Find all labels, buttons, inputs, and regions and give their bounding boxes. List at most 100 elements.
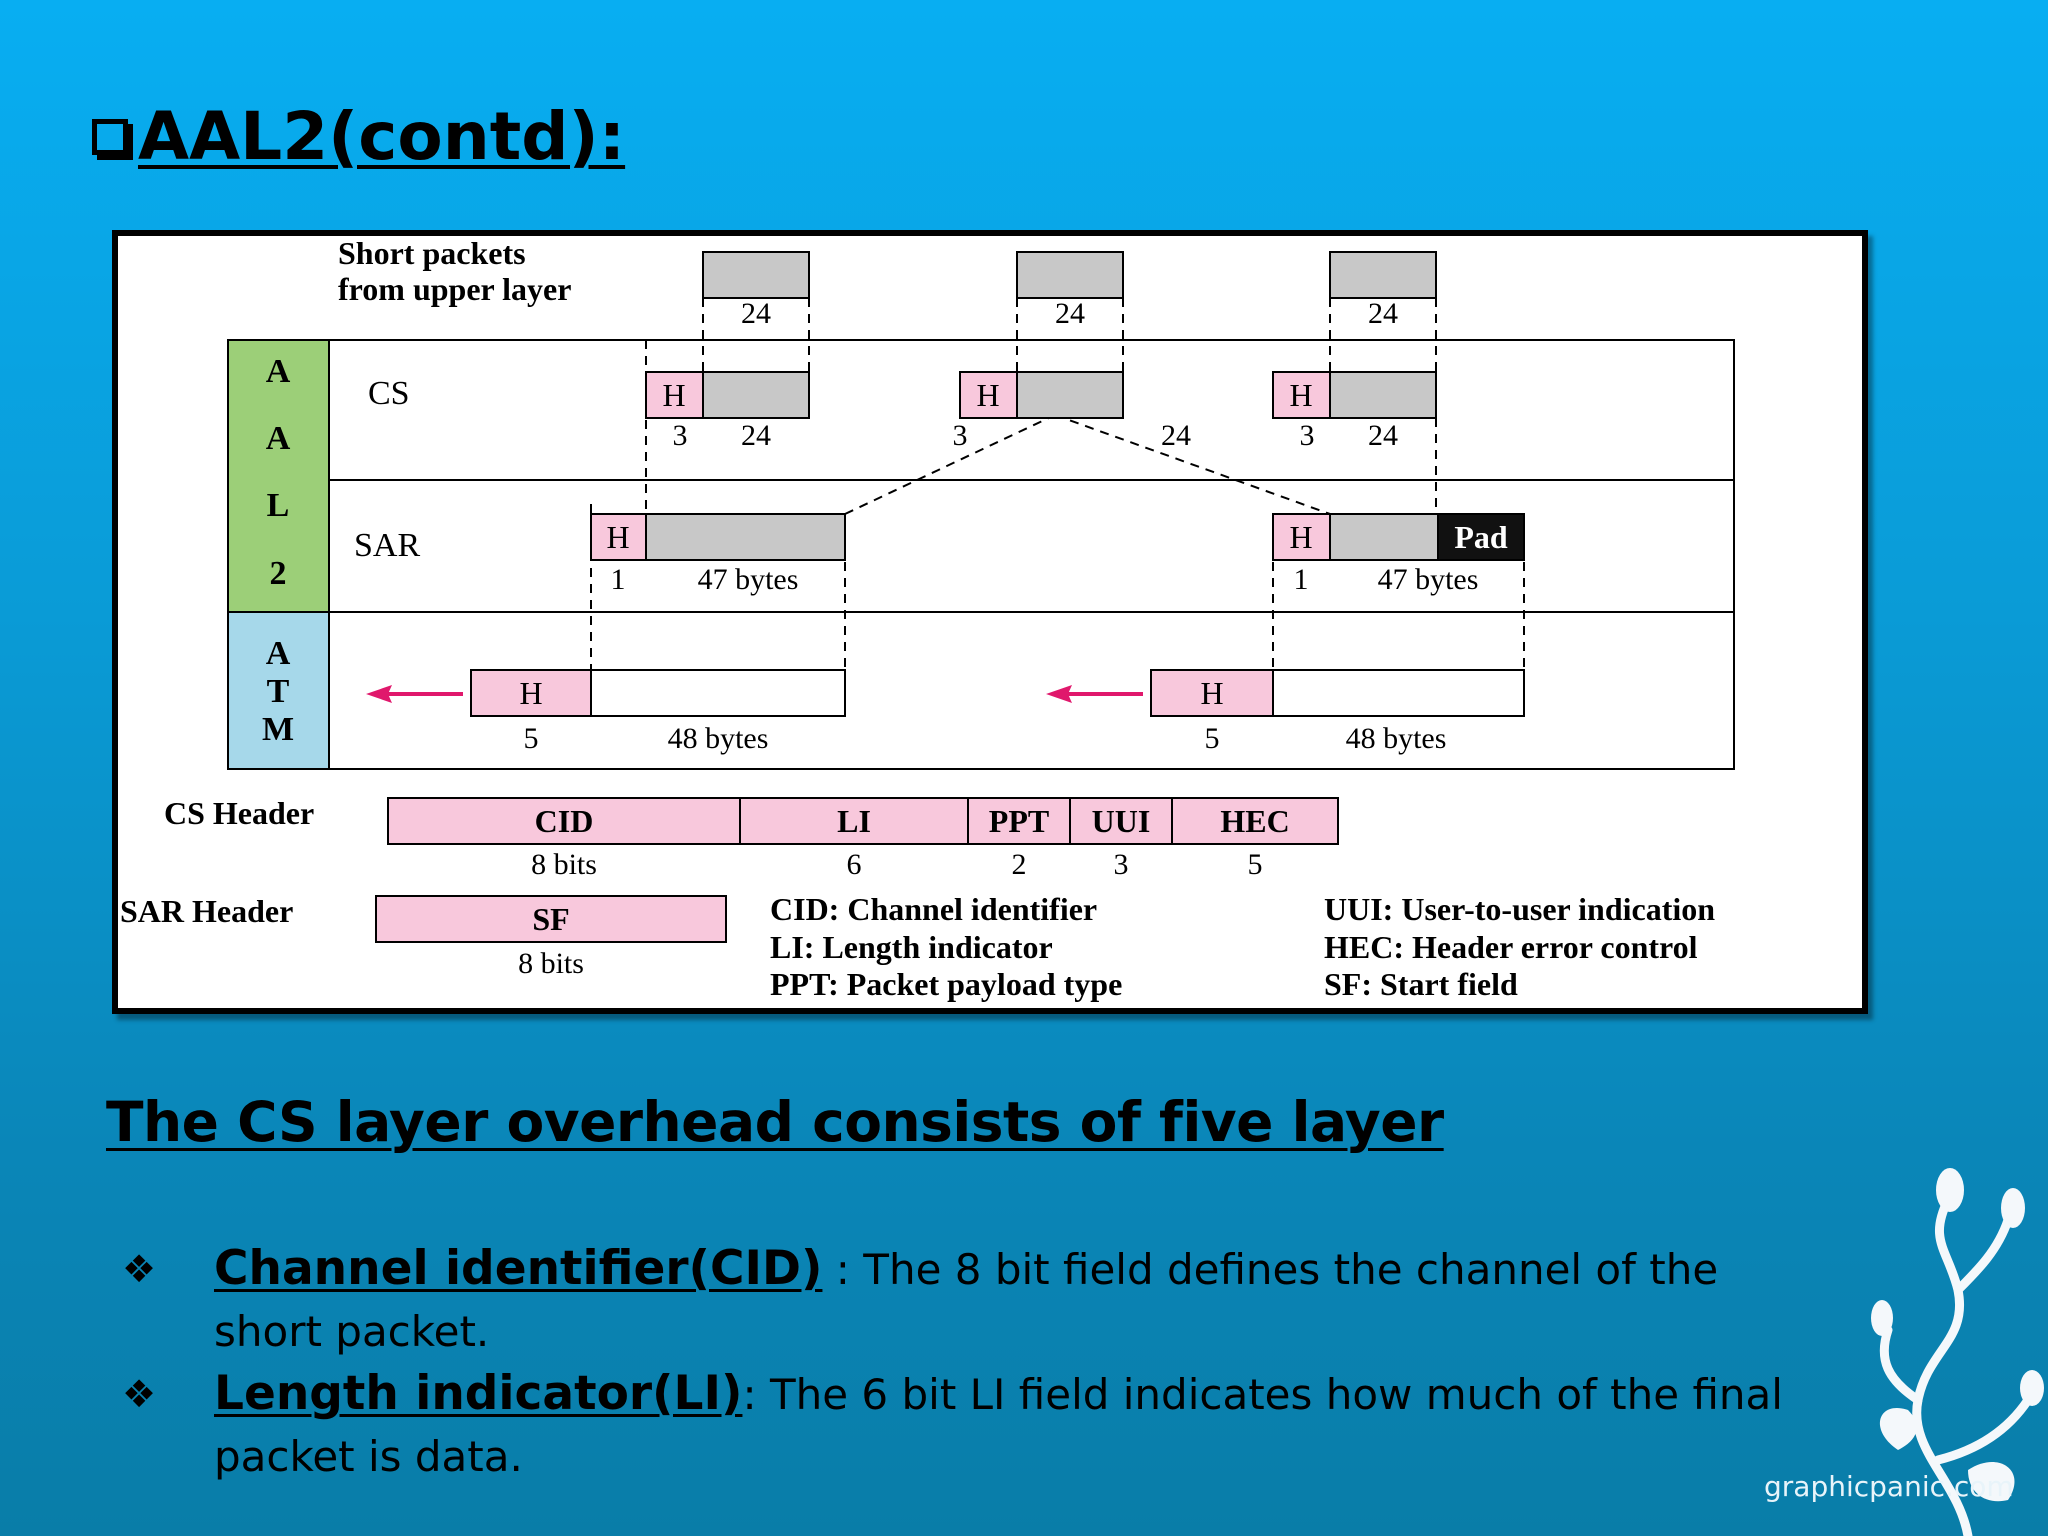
aal2-diagram-svg: Short packets from upper layer 24 24 24 …: [120, 236, 1735, 1002]
sar-packet-2-payload: [1329, 513, 1439, 561]
bullet-text-li: : The 6 bit LI field indicates how much …: [214, 1370, 1783, 1481]
arrow-left-icon-2: [1046, 685, 1143, 703]
aal2-sidebar: [227, 339, 330, 613]
diamond-bullet-icon: ❖: [122, 1247, 157, 1291]
dashed-guides: [590, 298, 1525, 670]
legend-uui: UUI: User-to-user indication: [1324, 891, 1715, 927]
upper-layer-label-1: Short packets: [338, 236, 526, 271]
cs-field-hec-name: HEC: [1220, 803, 1289, 839]
cs-packet-2-h: H: [976, 377, 999, 413]
floral-decoration-icon: [1871, 1168, 2044, 1536]
bullet-item-li: ❖ Length indicator(LI): The 6 bit LI fiel…: [122, 1363, 1822, 1488]
arrow-left-icon-1: [366, 685, 463, 703]
atm-cell-1-hsize: 5: [524, 722, 539, 755]
aal2-letter-2: A: [266, 420, 291, 457]
cs-packet-1-hsize: 3: [673, 419, 688, 452]
bullet-term-li: Length indicator(LI): [214, 1366, 743, 1421]
cs-field-uui: [1069, 797, 1173, 845]
aal2-letter-1: A: [266, 353, 291, 390]
abbreviation-legend: CID: Channel identifier LI: Length indic…: [770, 891, 1715, 1002]
cs-packet-3-payload: [1329, 371, 1437, 419]
diamond-bullet-icon: ❖: [122, 1372, 157, 1416]
atm-cell-2-header: [1150, 669, 1274, 717]
upper-packet-1-size: 24: [741, 297, 771, 330]
atm-letter-1: A: [266, 635, 291, 672]
cs-field-ppt-name: PPT: [989, 803, 1049, 839]
atm-cell-2-hsize: 5: [1205, 722, 1220, 755]
cs-field-li: [739, 797, 969, 845]
legend-li: LI: Length indicator: [770, 929, 1053, 965]
sar-packet-2-pad-label: Pad: [1454, 519, 1508, 555]
upper-packet-1: [702, 251, 810, 299]
upper-packet-3: [1329, 251, 1437, 299]
cs-packet-1-payload: [702, 371, 810, 419]
section-subheading: The CS layer overhead consists of five l…: [106, 1090, 1444, 1154]
legend-ppt: PPT: Packet payload type: [770, 966, 1122, 1002]
sar-packet-2-pad: [1437, 513, 1525, 561]
sar-packets: H 1 47 bytes H Pad 1 47 bytes: [590, 513, 1525, 596]
cs-header-label: CS Header: [164, 795, 314, 831]
sar-packet-1-payload: [645, 513, 846, 561]
atm-cell-1-psize: 48 bytes: [668, 722, 769, 755]
atm-cell-2-h: H: [1200, 675, 1223, 711]
atm-sidebar: [227, 611, 330, 770]
cs-field-hec: [1171, 797, 1339, 845]
cs-packet-3-h: H: [1289, 377, 1312, 413]
cs-packet-1-psize: 24: [741, 419, 771, 452]
sar-packet-1-hsize: 1: [611, 563, 626, 596]
bullet-term-cid: Channel identifier(CID): [214, 1241, 823, 1296]
upper-packets: 24 24 24: [702, 251, 1437, 330]
atm-cell-1-payload: [590, 669, 846, 717]
cs-field-li-bits: 6: [847, 848, 862, 881]
sar-header-label: SAR Header: [120, 893, 293, 929]
cs-field-cid-name: CID: [535, 803, 594, 839]
bullet-text-cid: : The 8 bit field defines the channel of…: [214, 1245, 1719, 1356]
aal2-diagram: Short packets from upper layer 24 24 24 …: [112, 230, 1868, 1014]
atm-cell-2-payload: [1272, 669, 1525, 717]
cs-packet-1-h: H: [662, 377, 685, 413]
legend-cid: CID: Channel identifier: [770, 891, 1097, 927]
sar-layer-label: SAR: [354, 527, 420, 564]
cs-field-uui-name: UUI: [1092, 803, 1151, 839]
cs-field-cid-bits: 8 bits: [531, 848, 597, 881]
sar-packet-1-psize: 47 bytes: [698, 563, 799, 596]
cs-field-uui-bits: 3: [1114, 848, 1129, 881]
aal2-letter-4: 2: [270, 555, 287, 592]
cs-packet-2-hsize: 3: [953, 419, 968, 452]
legend-hec: HEC: Header error control: [1324, 929, 1698, 965]
bullet-item-cid: ❖ Channel identifier(CID) : The 8 bit fie…: [122, 1238, 1822, 1363]
cs-packet-2-psize: 24: [1161, 419, 1191, 452]
cs-field-ppt-bits: 2: [1012, 848, 1027, 881]
upper-layer-label-2: from upper layer: [338, 271, 571, 307]
atm-cells: H 5 48 bytes H 5 48 bytes: [470, 669, 1525, 755]
cs-field-hec-bits: 5: [1248, 848, 1263, 881]
atm-letter-2: T: [267, 673, 290, 710]
cs-packet-2-header: [959, 371, 1018, 419]
legend-sf: SF: Start field: [1324, 966, 1518, 1002]
sar-packet-2-psize: 47 bytes: [1378, 563, 1479, 596]
atm-cell-1-h: H: [519, 675, 542, 711]
cs-layer-label: CS: [368, 375, 410, 412]
cs-packet-3-psize: 24: [1368, 419, 1398, 452]
slide-title: AAL2(contd):: [92, 98, 625, 175]
upper-packet-2: [1016, 251, 1124, 299]
watermark: graphicpanic.com: [1764, 1470, 2014, 1503]
checkbox-bullet-icon: [92, 118, 128, 155]
aal2-letter-3: L: [267, 487, 290, 524]
cs-field-li-name: LI: [837, 803, 871, 839]
sar-packet-2-hsize: 1: [1294, 563, 1309, 596]
sar-packet-2-h: H: [1289, 519, 1312, 555]
bullet-list: ❖ Channel identifier(CID) : The 8 bit fie…: [122, 1238, 1822, 1488]
slide-title-text: AAL2(contd):: [138, 98, 626, 175]
cs-packets: H 3 24 H 3 24 H 3 24: [645, 371, 1437, 452]
cs-header-fields: CID LI PPT UUI HEC 8 bits 6 2 3 5: [387, 797, 1339, 881]
sar-field-sf-bits: 8 bits: [518, 947, 584, 980]
upper-packet-2-size: 24: [1055, 297, 1085, 330]
cs-packet-2-payload: [1016, 371, 1124, 419]
sar-packet-1-h: H: [606, 519, 629, 555]
cs-packet-3-hsize: 3: [1300, 419, 1315, 452]
sar-field-sf-name: SF: [532, 901, 569, 937]
upper-packet-3-size: 24: [1368, 297, 1398, 330]
atm-letter-3: M: [262, 711, 294, 748]
atm-cell-2-psize: 48 bytes: [1346, 722, 1447, 755]
